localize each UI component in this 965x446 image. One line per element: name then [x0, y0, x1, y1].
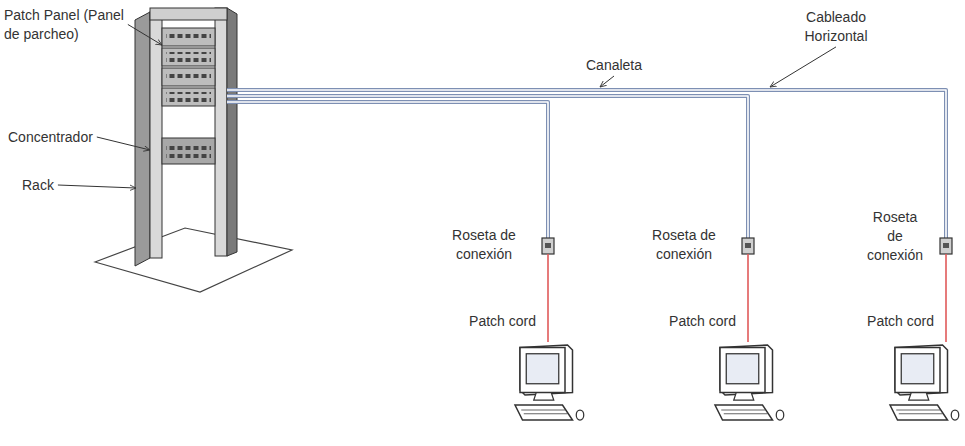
patch-cord-cable — [548, 254, 946, 342]
patch-panel — [162, 28, 215, 106]
label-box: Roseta de conexión — [640, 226, 728, 264]
part-label: Concentrador — [8, 128, 118, 147]
rack — [135, 8, 237, 266]
horizontal-cabling — [227, 90, 946, 238]
part-label: Canaleta — [586, 56, 658, 75]
part-label: Roseta de conexión — [440, 226, 528, 264]
computer-icon — [515, 345, 584, 420]
leader-line — [770, 47, 836, 87]
label-box: Patch cord — [644, 312, 736, 331]
leader-line — [58, 185, 136, 188]
leader-line — [600, 76, 614, 87]
part-label: Patch Panel (Panel de parcheo) — [4, 6, 124, 44]
part-label: Roseta de conexión — [640, 226, 728, 264]
part-label: Cableado Horizontal — [790, 8, 882, 46]
part-label: Patch cord — [444, 312, 536, 331]
label-box: Rack — [22, 176, 82, 195]
leader-line — [128, 24, 162, 45]
part-label: Patch cord — [842, 312, 934, 331]
computer-icon — [715, 345, 784, 420]
label-box: Concentrador — [8, 128, 118, 147]
rack-base — [95, 228, 292, 292]
part-label: Roseta de conexión — [864, 208, 926, 265]
leader-line — [97, 137, 150, 150]
computer-icon — [890, 345, 959, 420]
concentrator — [162, 138, 215, 164]
label-box: Cableado Horizontal — [790, 8, 882, 46]
label-box: Roseta de conexión — [440, 226, 528, 264]
label-box: Patch cord — [444, 312, 536, 331]
label-box: Roseta de conexión — [864, 208, 926, 265]
label-box: Patch Panel (Panel de parcheo) — [4, 6, 124, 44]
part-label: Patch cord — [644, 312, 736, 331]
part-label: Rack — [22, 176, 82, 195]
label-box: Patch cord — [842, 312, 934, 331]
label-box: Canaleta — [586, 56, 658, 75]
